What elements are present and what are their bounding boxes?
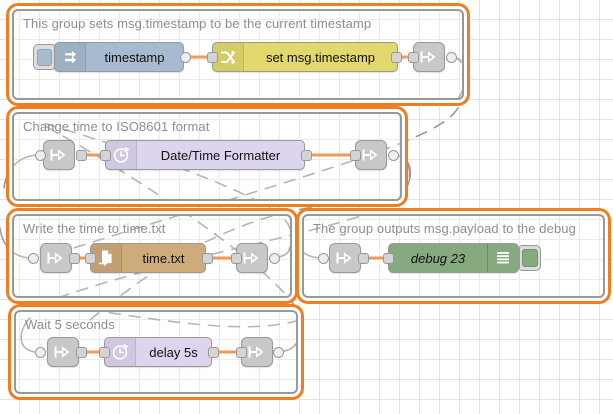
node-link-in-2[interactable] [43, 140, 75, 170]
link-out-arrow-icon [243, 252, 258, 264]
debug-button-inner [522, 249, 538, 267]
file-write-icon [91, 244, 122, 272]
node-link-in-3[interactable] [40, 243, 72, 273]
node-link-out-3[interactable] [236, 243, 268, 273]
node-date-time-formatter[interactable]: Date/Time Formatter [105, 140, 305, 170]
port-out-file-write[interactable] [202, 253, 213, 264]
port-in-link-out-1[interactable] [408, 52, 419, 63]
debug-toggle-button[interactable] [519, 245, 541, 271]
node-link-in-5[interactable] [47, 337, 79, 367]
port-out-inject-timestamp[interactable] [180, 52, 191, 63]
port-in-link-in-2[interactable] [35, 150, 46, 161]
clock-icon [105, 338, 136, 366]
port-in-file-write[interactable] [85, 253, 96, 264]
port-in-link-in-5[interactable] [35, 347, 46, 358]
link-out-arrow-icon [362, 149, 377, 161]
inject-trigger-button[interactable] [33, 44, 55, 70]
port-in-link-in-4[interactable] [318, 253, 329, 264]
port-out-link-out-2[interactable] [388, 150, 399, 161]
port-out-link-out-3[interactable] [269, 253, 280, 264]
port-in-link-out-3[interactable] [231, 253, 242, 264]
group-writefile-label: Write the time to time.txt [23, 221, 166, 236]
node-file-write[interactable]: time.txt [90, 243, 206, 273]
port-in-delay-5s[interactable] [99, 347, 110, 358]
node-link-in-4[interactable] [329, 243, 361, 273]
link-in-arrow-icon [54, 346, 69, 358]
node-inject-timestamp-label: timestamp [104, 49, 165, 65]
port-in-link-out-5[interactable] [236, 347, 247, 358]
group-iso8601-label: Change time to ISO8601 format [23, 119, 210, 134]
node-date-time-formatter-label: Date/Time Formatter [160, 147, 281, 163]
port-in-link-out-2[interactable] [350, 150, 361, 161]
node-debug-23-label: debug 23 [410, 250, 466, 266]
group-timestamp-label: This group sets msg.timestamp to be the … [23, 16, 372, 31]
inject-arrow-icon [55, 43, 86, 71]
inject-button-inner [36, 48, 52, 66]
group-delay-label: Wait 5 seconds [25, 317, 115, 332]
node-file-write-label: time.txt [142, 250, 185, 266]
node-debug-23[interactable]: debug 23 [388, 243, 519, 273]
link-out-arrow-icon [420, 51, 435, 63]
link-in-arrow-icon [47, 252, 62, 264]
port-in-date-time-formatter[interactable] [100, 150, 111, 161]
debug-lines-icon [487, 244, 518, 272]
port-out-link-in-2[interactable] [76, 150, 87, 161]
group-debug-label: The group outputs msg.payload to the deb… [313, 221, 576, 236]
port-out-link-in-3[interactable] [69, 253, 80, 264]
port-in-link-in-3[interactable] [28, 253, 39, 264]
port-out-link-out-5[interactable] [273, 347, 284, 358]
port-in-change-set-timestamp[interactable] [207, 52, 218, 63]
node-change-set-timestamp-label: set msg.timestamp [265, 49, 376, 65]
port-out-date-time-formatter[interactable] [301, 150, 312, 161]
node-delay-5s-label: delay 5s [149, 344, 198, 360]
node-inject-timestamp[interactable]: timestamp [54, 42, 184, 72]
port-in-debug-23[interactable] [383, 253, 394, 264]
node-delay-5s[interactable]: delay 5s [104, 337, 212, 367]
clock-icon [106, 141, 137, 169]
port-out-link-out-1[interactable] [446, 52, 457, 63]
port-out-delay-5s[interactable] [208, 347, 219, 358]
port-out-link-in-5[interactable] [76, 347, 87, 358]
change-shuffle-icon [213, 43, 244, 71]
link-in-arrow-icon [336, 252, 351, 264]
node-change-set-timestamp[interactable]: set msg.timestamp [212, 42, 398, 72]
link-out-arrow-icon [248, 346, 263, 358]
port-out-change-set-timestamp[interactable] [391, 52, 402, 63]
link-in-arrow-icon [50, 149, 65, 161]
port-out-link-in-4[interactable] [358, 253, 369, 264]
